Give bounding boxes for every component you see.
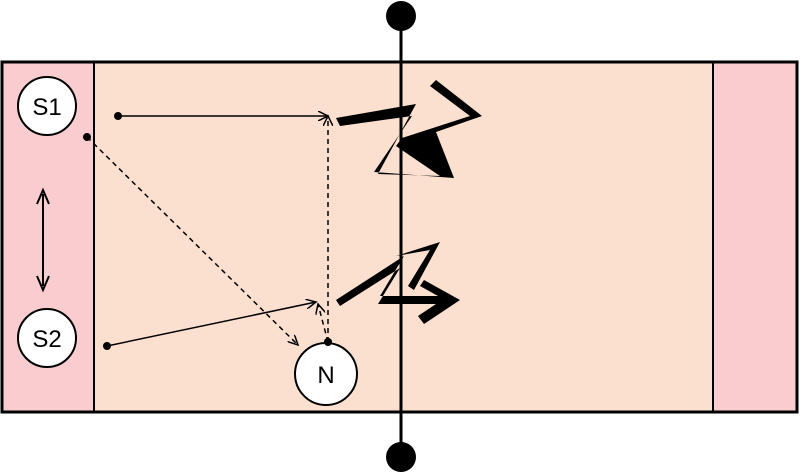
pass-s2-to-net [103,302,316,350]
node-s1: S1 [17,76,77,136]
node-n: N [294,338,358,406]
node-s2: S2 [17,308,77,368]
node-s1-label: S1 [32,94,61,121]
dashed-n-to-mid [318,304,329,343]
zigzag-arrow-icon [336,242,460,324]
right-end-zone [712,61,798,413]
node-s2-label: S2 [32,326,61,353]
double-headed-arrow-icon [36,187,50,293]
node-n-label: N [317,362,334,389]
net-post-icon [386,442,416,472]
net-post-icon [386,1,416,31]
dashed-s1-to-n [83,133,298,345]
pass-s1-to-net [114,112,328,120]
